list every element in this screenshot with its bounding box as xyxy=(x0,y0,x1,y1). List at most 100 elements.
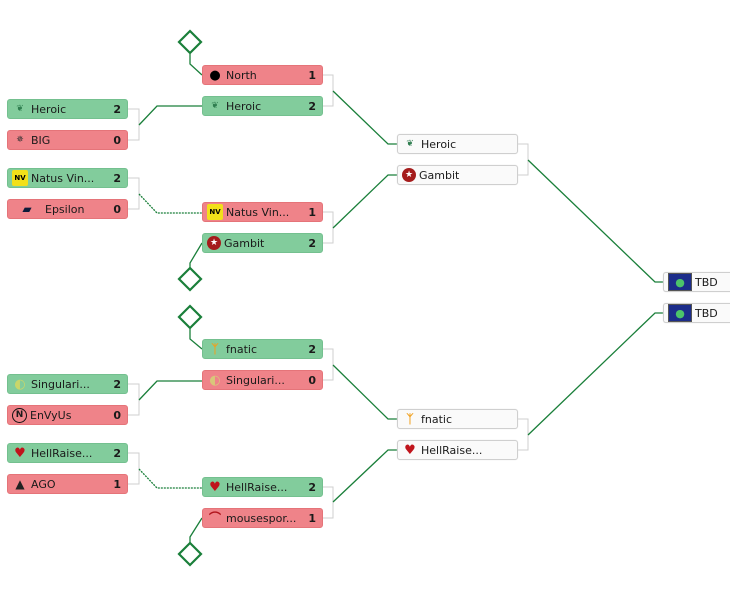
team-slot[interactable]: ♥ HellRaise... xyxy=(397,440,518,460)
bye-connector xyxy=(189,242,203,272)
team-slot[interactable]: ▰ Epsilon 0 xyxy=(7,199,128,219)
team-score: 1 xyxy=(308,68,316,82)
team-slot[interactable]: N EnVyUs 0 xyxy=(7,405,128,425)
singularity-icon: ◐ xyxy=(209,372,221,388)
bracket-joint xyxy=(322,74,334,107)
heroic-icon: ❦ xyxy=(406,138,414,149)
team-slot[interactable]: ● TBD xyxy=(663,303,730,323)
navi-icon: NV xyxy=(207,204,223,220)
bracket-joint xyxy=(322,211,334,244)
team-slot[interactable]: ᛉ fnatic xyxy=(397,409,518,429)
heroic-icon: ❦ xyxy=(16,103,24,114)
team-name: TBD xyxy=(695,275,718,289)
team-name: HellRaise... xyxy=(421,443,483,457)
team-slot[interactable]: ★ Gambit 2 xyxy=(202,233,323,253)
team-slot[interactable]: ♥ HellRaise... 2 xyxy=(202,477,323,497)
team-slot[interactable]: ❦ Heroic xyxy=(397,134,518,154)
team-name: Gambit xyxy=(224,236,265,250)
team-score: 2 xyxy=(308,480,316,494)
connector-line xyxy=(527,159,663,283)
connector-line xyxy=(332,174,397,229)
bye-connector xyxy=(189,517,203,546)
fnatic-icon: ᛉ xyxy=(406,412,414,426)
team-score: 2 xyxy=(308,99,316,113)
bye-connector xyxy=(189,54,203,76)
team-score: 2 xyxy=(113,171,121,185)
team-slot[interactable]: ⌒ mousespor... 1 xyxy=(202,508,323,528)
hellraisers-icon: ♥ xyxy=(209,479,221,495)
team-slot[interactable]: ● TBD xyxy=(663,272,730,292)
team-score: 2 xyxy=(113,102,121,116)
team-name: Natus Vin... xyxy=(31,171,95,185)
bracket-joint xyxy=(322,348,334,381)
team-name: fnatic xyxy=(226,342,258,356)
team-name: BIG xyxy=(31,133,51,147)
connector-line xyxy=(332,449,397,503)
hellraisers-icon: ♥ xyxy=(14,445,26,461)
connector-line xyxy=(138,380,202,401)
team-slot[interactable]: ◐ Singulari... 2 xyxy=(7,374,128,394)
team-name: Heroic xyxy=(226,99,262,113)
team-name: HellRaise... xyxy=(31,446,93,460)
bracket-joint xyxy=(517,418,529,451)
ago-icon: ▲ xyxy=(15,477,25,491)
singularity-icon: ◐ xyxy=(14,376,26,392)
team-score: 1 xyxy=(308,205,316,219)
team-slot[interactable]: ◐ Singulari... 0 xyxy=(202,370,323,390)
team-slot[interactable]: ❦ Heroic 2 xyxy=(202,96,323,116)
team-score: 1 xyxy=(308,511,316,525)
bracket-joint xyxy=(128,383,140,416)
bracket-joint xyxy=(322,486,334,519)
team-slot[interactable]: NV Natus Vin... 1 xyxy=(202,202,323,222)
globe-icon: ● xyxy=(668,273,692,291)
team-slot[interactable]: ᛉ fnatic 2 xyxy=(202,339,323,359)
team-name: Singulari... xyxy=(31,377,90,391)
connector-line xyxy=(138,193,202,214)
team-score: 2 xyxy=(308,342,316,356)
gambit-icon: ★ xyxy=(207,236,221,250)
bracket-joint xyxy=(128,177,140,210)
team-slot[interactable]: ✵ BIG 0 xyxy=(7,130,128,150)
team-score: 2 xyxy=(308,236,316,250)
bye-diamond-icon xyxy=(177,29,203,55)
team-slot[interactable]: ★ Gambit xyxy=(397,165,518,185)
envyus-icon: N xyxy=(12,407,27,423)
team-score: 0 xyxy=(113,408,121,422)
team-slot[interactable]: NV Natus Vin... 2 xyxy=(7,168,128,188)
team-name: Heroic xyxy=(421,137,457,151)
bye-diamond-icon xyxy=(177,266,203,292)
connector-line xyxy=(332,90,397,145)
team-slot[interactable]: ● North 1 xyxy=(202,65,323,85)
bye-diamond-icon xyxy=(177,541,203,567)
bracket-joint xyxy=(517,143,529,176)
team-score: 0 xyxy=(113,133,121,147)
team-name: HellRaise... xyxy=(226,480,288,494)
bye-connector xyxy=(189,329,203,350)
team-score: 1 xyxy=(113,477,121,491)
team-score: 0 xyxy=(308,373,316,387)
epsilon-icon: ▰ xyxy=(22,202,32,216)
fnatic-icon: ᛉ xyxy=(211,342,219,356)
team-name: Gambit xyxy=(419,168,460,182)
heroic-icon: ❦ xyxy=(211,100,219,111)
team-name: mousespor... xyxy=(226,511,297,525)
team-slot[interactable]: ❦ Heroic 2 xyxy=(7,99,128,119)
globe-icon: ● xyxy=(668,304,692,322)
team-name: fnatic xyxy=(421,412,453,426)
team-name: TBD xyxy=(695,306,718,320)
big-icon: ✵ xyxy=(16,134,24,145)
team-name: Natus Vin... xyxy=(226,205,290,219)
navi-icon: NV xyxy=(12,170,28,186)
team-name: Epsilon xyxy=(45,202,85,216)
team-score: 2 xyxy=(113,377,121,391)
team-name: EnVyUs xyxy=(30,408,72,422)
hellraisers-icon: ♥ xyxy=(404,442,416,458)
team-name: Singulari... xyxy=(226,373,285,387)
connector-line xyxy=(138,468,202,489)
bye-diamond-icon xyxy=(177,304,203,330)
gambit-icon: ★ xyxy=(402,168,416,182)
team-name: North xyxy=(226,68,257,82)
team-slot[interactable]: ♥ HellRaise... 2 xyxy=(7,443,128,463)
team-score: 2 xyxy=(113,446,121,460)
team-slot[interactable]: ▲ AGO 1 xyxy=(7,474,128,494)
